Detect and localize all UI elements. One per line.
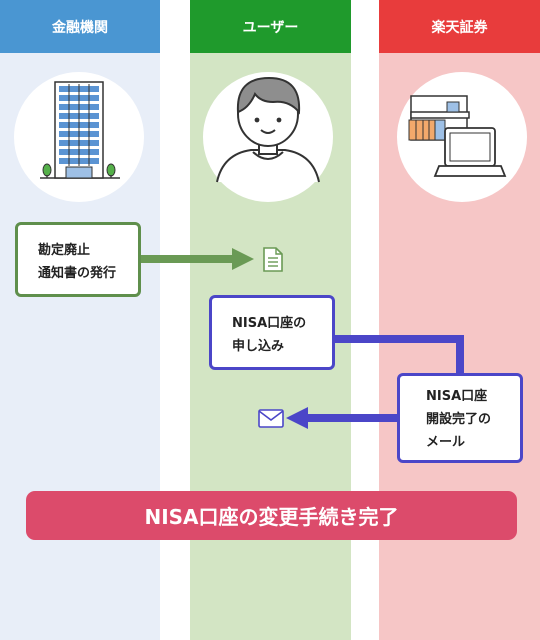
mail-arrow	[286, 407, 397, 429]
abolition-notice-line2: 通知書の発行	[38, 266, 117, 281]
completion-banner: NISA口座の変更手続き完了	[26, 491, 517, 540]
nisa-apply-line2: 申し込み	[232, 339, 285, 354]
apply-arrow	[335, 335, 464, 373]
completion-mail-line3: メール	[426, 435, 466, 450]
office-building-icon	[40, 81, 120, 179]
abolition-notice-line1: 勘定廃止	[38, 243, 91, 258]
store-and-laptop-icon	[408, 95, 507, 177]
user-column-header: ユーザー	[190, 0, 351, 53]
completion-mail-line1: NISA口座	[426, 389, 488, 404]
abolition-notice-box: 勘定廃止 通知書の発行	[15, 222, 141, 297]
completion-mail-box: NISA口座 開設完了の メール	[397, 373, 523, 463]
bank-column-header: 金融機関	[0, 0, 160, 53]
envelope-icon	[258, 409, 284, 428]
user-icon-circle	[203, 72, 333, 202]
nisa-apply-box: NISA口座の 申し込み	[209, 295, 335, 370]
person-icon	[216, 76, 320, 183]
completion-mail-line2: 開設完了の	[426, 412, 492, 427]
securities-column-header: 楽天証券	[379, 0, 540, 53]
document-icon	[263, 247, 283, 272]
nisa-apply-line1: NISA口座の	[232, 316, 307, 331]
securities-icon-circle	[397, 72, 527, 202]
notice-arrow	[141, 248, 254, 270]
bank-icon-circle	[14, 72, 144, 202]
